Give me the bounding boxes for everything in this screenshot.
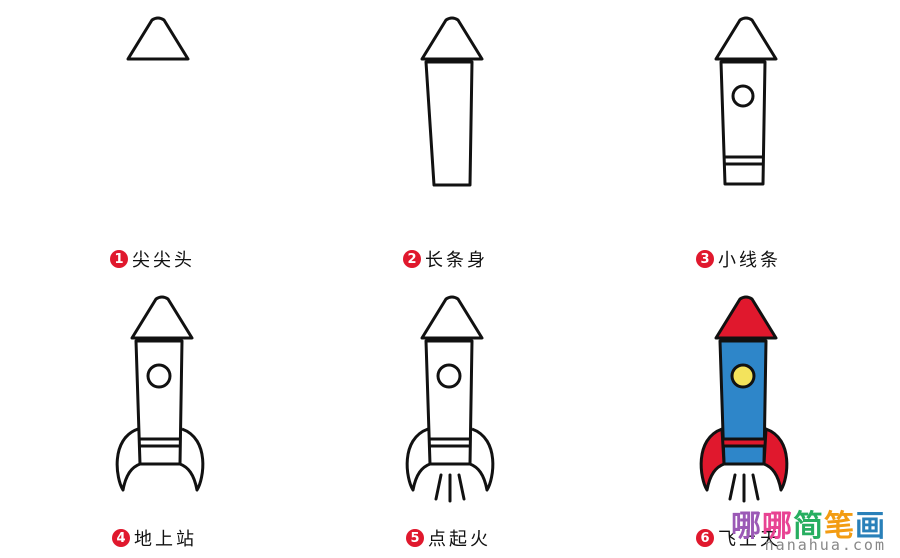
step-2-caption: 2 长条身 — [403, 246, 488, 272]
step-label: 小线条 — [718, 250, 781, 271]
step-5-caption: 5 点起火 — [406, 525, 491, 551]
step-3-panel: 3 小线条 — [600, 0, 900, 279]
step-number-badge: 2 — [403, 250, 421, 268]
rocket-body-drawing — [420, 16, 484, 187]
rocket-nose-drawing — [126, 16, 190, 61]
step-number-badge: 3 — [696, 250, 714, 268]
step-number-badge: 6 — [696, 529, 714, 547]
step-5-panel: 5 点起火 — [300, 279, 600, 558]
step-number-badge: 5 — [406, 529, 424, 547]
step-number-badge: 1 — [110, 250, 128, 268]
rocket-details-drawing — [714, 16, 778, 186]
watermark-logo: 哪哪简笔画 — [731, 509, 886, 544]
watermark-url: nanahua.com — [764, 536, 886, 554]
step-3-caption: 3 小线条 — [696, 246, 781, 272]
watermark: 哪哪简笔画 nanahua.com — [731, 509, 886, 555]
step-2-panel: 2 长条身 — [300, 0, 600, 279]
step-6-caption: 6 飞上天 — [696, 525, 781, 551]
step-label: 飞上天 — [718, 529, 781, 550]
rocket-flame-drawing — [405, 295, 495, 503]
step-label: 地上站 — [134, 529, 197, 550]
step-label: 长条身 — [425, 250, 488, 271]
step-number-badge: 4 — [112, 529, 130, 547]
rocket-fins-drawing — [115, 295, 205, 492]
step-label: 点起火 — [428, 529, 491, 550]
step-label: 尖尖头 — [132, 250, 195, 271]
step-1-caption: 1 尖尖头 — [110, 246, 195, 272]
step-1-panel: 1 尖尖头 — [0, 0, 300, 279]
step-4-panel: 4 地上站 — [0, 279, 300, 558]
step-4-caption: 4 地上站 — [112, 525, 197, 551]
step-6-panel: 6 飞上天 — [600, 279, 900, 558]
rocket-colored-drawing — [699, 295, 789, 503]
